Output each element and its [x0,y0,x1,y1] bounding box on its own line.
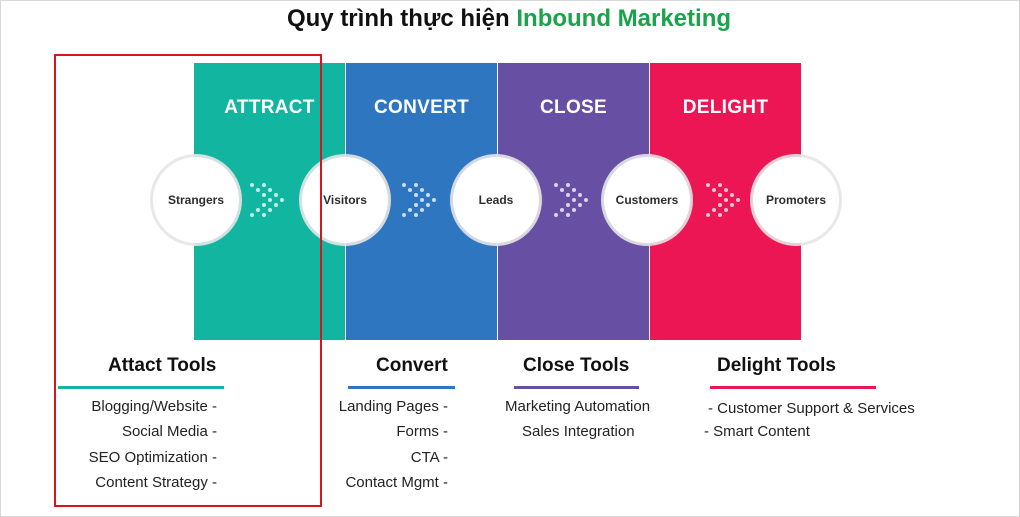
arrow-dot [724,208,728,212]
tools-title-delight: Delight Tools [717,355,836,376]
chevron-arrows-icon [402,183,436,217]
arrow-dot [572,188,576,192]
arrow-dot [730,193,734,197]
arrow-dot [572,208,576,212]
arrow-dot [584,198,588,202]
arrow-dot [256,208,260,212]
arrow-dot [578,193,582,197]
arrow-dot [736,198,740,202]
arrow-dot [572,198,576,202]
arrow-dot [730,203,734,207]
arrow-dot [280,198,284,202]
tool-item: CTA - [410,449,448,466]
arrow-dot [566,213,570,217]
arrow-dot [560,188,564,192]
tool-item: - Smart Content [704,423,810,440]
arrow-dot [566,193,570,197]
stage-label: CLOSE [540,97,607,118]
tool-item: Marketing Automation [505,398,651,415]
arrow-dot [274,203,278,207]
arrow-dot [250,213,254,217]
arrow-dot [414,203,418,207]
title-accent: Inbound Marketing [516,5,732,32]
arrow-dot [578,203,582,207]
arrow-dot [718,213,722,217]
node-strangers: Strangers [153,157,239,243]
arrow-dot [718,183,722,187]
arrow-dot [426,203,430,207]
tool-item: Blogging/Website - [91,398,217,415]
chevron-arrows-icon [250,183,284,217]
arrow-dot [432,198,436,202]
arrow-dot [706,213,710,217]
tools-underline-attract [58,386,224,389]
node-leads: Leads [453,157,539,243]
arrow-dot [262,203,266,207]
tools-underline-close [514,386,639,389]
arrow-dot [402,183,406,187]
arrow-dot [268,198,272,202]
tools-title-convert: Convert [376,355,448,376]
title-prefix: Quy trình thực hiện [286,5,517,32]
tool-item: Social Media - [121,423,217,440]
arrow-dot [262,213,266,217]
arrow-dot [420,188,424,192]
arrow-dot [262,183,266,187]
arrow-dot [256,188,260,192]
arrow-dot [718,203,722,207]
arrow-dot [712,208,716,212]
arrow-dot [268,208,272,212]
tool-item: Contact Mgmt - [345,474,448,491]
node-visitors: Visitors [302,157,388,243]
arrow-dot [554,213,558,217]
arrow-dot [402,213,406,217]
arrow-dot [420,208,424,212]
tools-title-attract: Attact Tools [108,355,217,376]
tool-item: Forms - [396,423,448,440]
stage-label: ATTRACT [224,97,315,118]
arrow-dot [724,198,728,202]
arrow-dot [414,183,418,187]
page-title: Quy trình thực hiện Inbound Marketing [0,5,1018,33]
arrow-dot [566,183,570,187]
arrow-dot [718,193,722,197]
node-promoters: Promoters [753,157,839,243]
arrow-dot [414,193,418,197]
arrow-dot [414,213,418,217]
arrow-dot [408,208,412,212]
arrow-dot [268,188,272,192]
tool-item: Content Strategy - [95,474,217,491]
arrow-dot [262,193,266,197]
stage-label: CONVERT [374,97,469,118]
arrow-dot [408,188,412,192]
highlight-box [54,54,322,507]
tools-underline-delight [710,386,876,389]
node-customers: Customers [604,157,690,243]
chevron-arrows-icon [706,183,740,217]
stage-label: DELIGHT [682,97,769,118]
tool-item: Sales Integration [522,423,635,440]
arrow-dot [560,208,564,212]
arrow-dot [420,198,424,202]
chevron-arrows-icon [554,183,588,217]
arrow-dot [724,188,728,192]
tools-underline-convert [348,386,455,389]
arrow-dot [250,183,254,187]
tool-item: - Customer Support & Services [708,400,915,417]
arrow-dot [706,183,710,187]
tool-item: Landing Pages - [338,398,448,415]
arrow-dot [274,193,278,197]
tool-item: SEO Optimization - [88,449,217,466]
arrow-dot [712,188,716,192]
arrow-dot [554,183,558,187]
tools-title-close: Close Tools [523,355,630,376]
arrow-dot [566,203,570,207]
arrow-dot [426,193,430,197]
